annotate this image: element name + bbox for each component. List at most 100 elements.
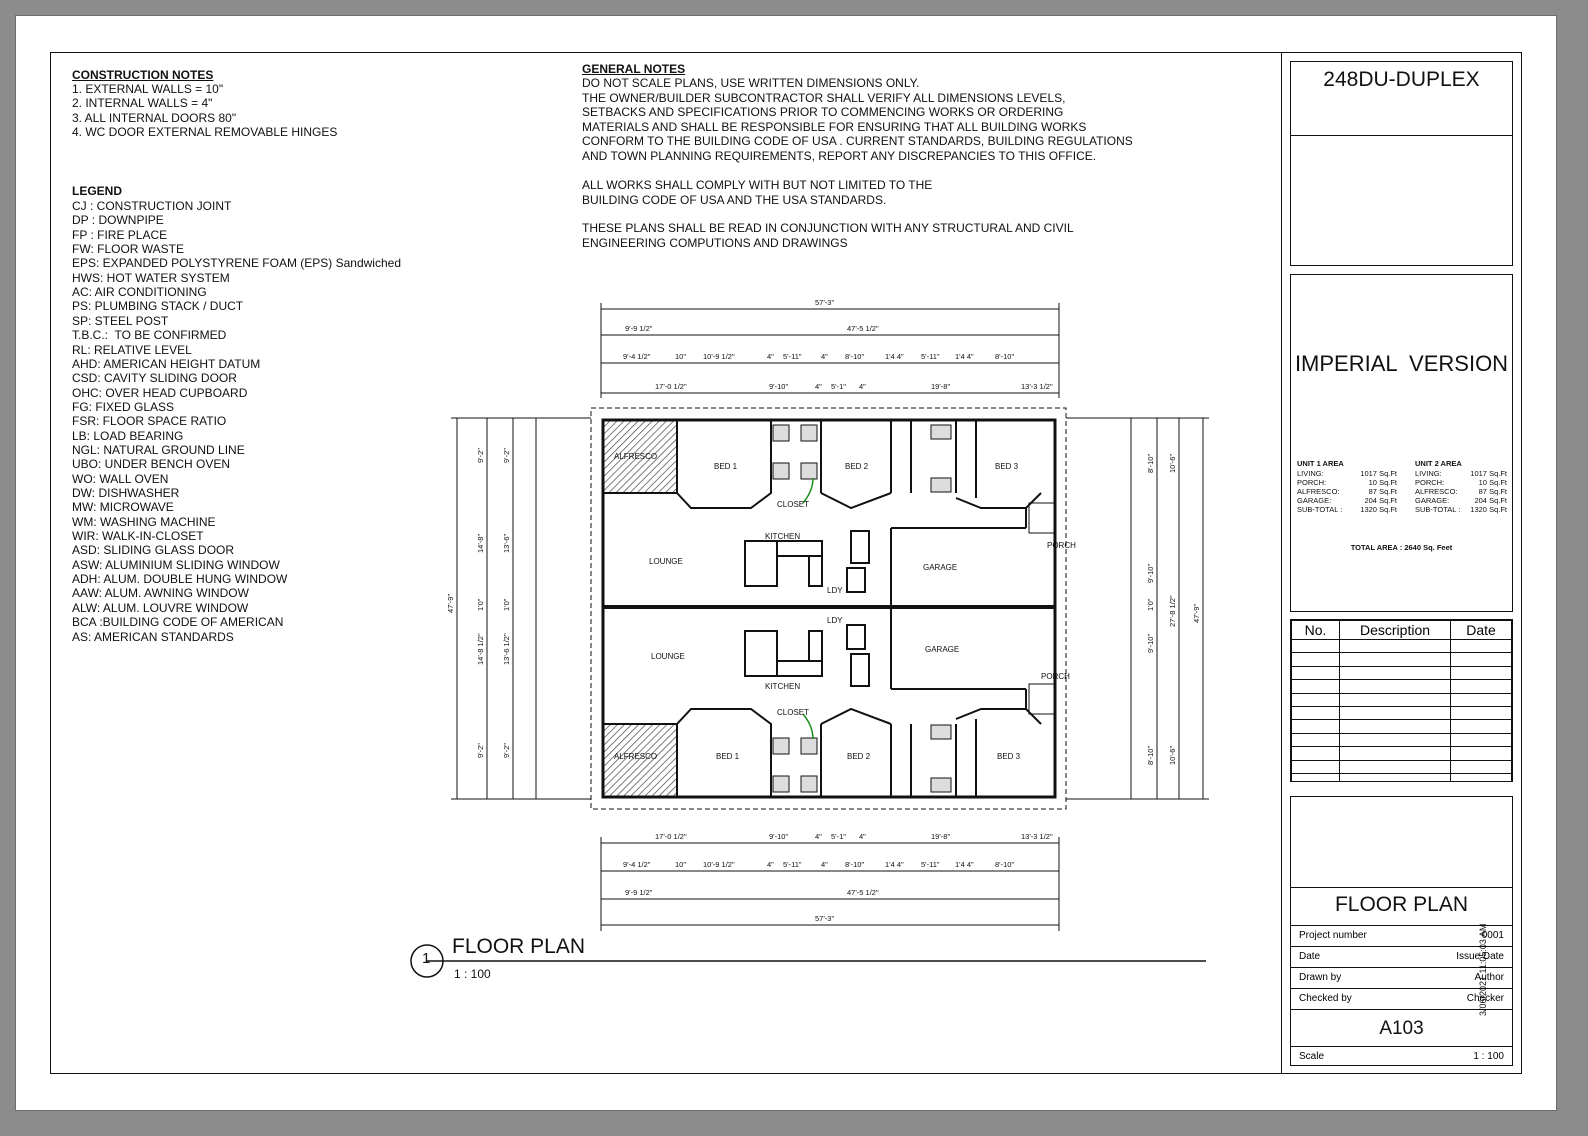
revision-cell[interactable]	[1291, 679, 1340, 694]
revision-cell[interactable]	[1291, 732, 1340, 748]
project-name: 248DU-DUPLEX	[1323, 68, 1480, 91]
revision-row	[1291, 732, 1512, 748]
room-kitchen-top: KITCHEN	[765, 532, 800, 541]
construction-note: 2. INTERNAL WALLS = 4"	[72, 96, 213, 111]
dim-bottom-r2b: 47'-5 1/2"	[847, 888, 879, 897]
revision-cell[interactable]	[1450, 665, 1512, 681]
legend-item: BCA :BUILDING CODE OF AMERICAN	[72, 615, 284, 630]
general-notes-para-3: THESE PLANS SHALL BE READ IN CONJUNCTION…	[582, 221, 1074, 250]
dim-label: 4"	[821, 352, 828, 361]
dim-label: 8'-10"	[845, 352, 864, 361]
room-kitchen-bottom: KITCHEN	[765, 682, 800, 691]
legend-item: CSD: CAVITY SLIDING DOOR	[72, 371, 237, 386]
legend-item: LB: LOAD BEARING	[72, 428, 184, 443]
general-notes-title: GENERAL NOTES	[582, 62, 686, 76]
revision-cell[interactable]	[1339, 679, 1451, 694]
room-garage-bottom: GARAGE	[925, 645, 959, 654]
revision-cell[interactable]	[1339, 746, 1451, 761]
revision-cell[interactable]	[1450, 746, 1512, 761]
bathroom-fixtures	[772, 424, 952, 793]
dim-label: 1'0"	[1146, 598, 1155, 611]
revision-cell[interactable]	[1291, 665, 1340, 681]
dim-label: 8'-10"	[1146, 746, 1155, 765]
revision-cell[interactable]	[1339, 652, 1451, 667]
revision-cell[interactable]	[1291, 719, 1340, 734]
revision-cell[interactable]	[1450, 652, 1512, 667]
legend-item: ALW: ALUM. LOUVRE WINDOW	[72, 600, 249, 615]
sheet-title-cell: FLOOR PLAN	[1291, 887, 1512, 926]
revision-cell[interactable]	[1291, 759, 1340, 774]
unit-2-walls	[603, 608, 1042, 796]
revision-row	[1291, 692, 1512, 707]
revision-cell[interactable]	[1339, 665, 1451, 681]
room-ldy-top: LDY	[827, 586, 843, 595]
scale-row: Scale 1 : 100	[1291, 1046, 1512, 1068]
legend-item: AS: AMERICAN STANDARDS	[72, 629, 234, 644]
revision-cell[interactable]	[1339, 772, 1451, 781]
dim-label: 8'-10"	[1146, 454, 1155, 473]
room-lounge-bottom: LOUNGE	[651, 652, 685, 661]
dim-label: 13'-3 1/2"	[1021, 832, 1053, 841]
room-alfresco-top: ALFRESCO	[614, 452, 657, 461]
room-bed3-top: BED 3	[995, 462, 1019, 471]
dim-label: 17'-0 1/2"	[655, 382, 687, 391]
sheet-info-value: Author	[1474, 972, 1504, 983]
dim-label: 1'0"	[476, 598, 485, 611]
legend-item: AAW: ALUM. AWNING WINDOW	[72, 586, 249, 601]
revision-cell[interactable]	[1450, 732, 1512, 748]
legend-item: ASW: ALUMINIUM SLIDING WINDOW	[72, 557, 280, 572]
revision-cell[interactable]	[1450, 692, 1512, 707]
scale-label: Scale	[1299, 1051, 1325, 1062]
revision-cell[interactable]	[1339, 705, 1451, 721]
dim-label: 10'-6"	[1168, 746, 1177, 765]
bottom-dimension-lines	[600, 837, 1060, 931]
revision-cell[interactable]	[1339, 732, 1451, 748]
sheet-border: CONSTRUCTION NOTES LEGEND GENERAL NOTES …	[50, 52, 1522, 1074]
revision-row	[1291, 719, 1512, 734]
revision-cell[interactable]	[1450, 759, 1512, 774]
dim-label: 4"	[859, 832, 866, 841]
dim-label: 1'4 4"	[955, 352, 974, 361]
revision-cell[interactable]	[1450, 679, 1512, 694]
revision-cell[interactable]	[1450, 719, 1512, 734]
dim-label: 8'-10"	[845, 860, 864, 869]
legend-item: EPS: EXPANDED POLYSTYRENE FOAM (EPS) San…	[72, 256, 401, 271]
legend-item: HWS: HOT WATER SYSTEM	[72, 270, 230, 285]
revision-cell[interactable]	[1339, 638, 1451, 654]
revision-row	[1291, 759, 1512, 774]
revision-cell[interactable]	[1291, 772, 1340, 781]
sheet-info-value: 0001	[1481, 930, 1504, 941]
total-area: TOTAL AREA : 2640 Sq. Feet	[1350, 543, 1453, 552]
revision-cell[interactable]	[1339, 719, 1451, 734]
revision-cell[interactable]	[1291, 638, 1340, 654]
revision-cell[interactable]	[1339, 692, 1451, 707]
closet-door-swing-top	[802, 477, 814, 504]
logo-box	[1290, 135, 1513, 266]
legend-item: WIR: WALK-IN-CLOSET	[72, 529, 204, 544]
unit1-area-label: LIVING:	[1297, 469, 1324, 478]
view-title: FLOOR PLAN	[452, 935, 586, 958]
legend-item: UBO: UNDER BENCH OVEN	[72, 457, 231, 472]
dim-label: 9'-10"	[1146, 634, 1155, 653]
dim-label: 4"	[859, 382, 866, 391]
revision-cell[interactable]	[1291, 652, 1340, 667]
room-alfresco-bottom: ALFRESCO	[614, 752, 657, 761]
dim-label: 4"	[767, 860, 774, 869]
revision-cell[interactable]	[1291, 746, 1340, 761]
room-bed1-bottom: BED 1	[716, 752, 740, 761]
revision-cell[interactable]	[1450, 772, 1512, 781]
construction-note: 1. EXTERNAL WALLS = 10"	[72, 82, 224, 96]
revision-cell[interactable]	[1450, 638, 1512, 654]
unit-1-walls	[603, 421, 1042, 607]
revision-cell[interactable]	[1450, 705, 1512, 721]
dim-right-col-b: 10'-6"10'-6"	[1168, 454, 1177, 765]
legend-item: SP: STEEL POST	[72, 313, 169, 328]
revision-cell[interactable]	[1339, 759, 1451, 774]
revision-cell[interactable]	[1291, 692, 1340, 707]
room-bed3-bottom: BED 3	[997, 752, 1021, 761]
revision-cell[interactable]	[1291, 705, 1340, 721]
dim-label: 14'-8"	[476, 534, 485, 553]
